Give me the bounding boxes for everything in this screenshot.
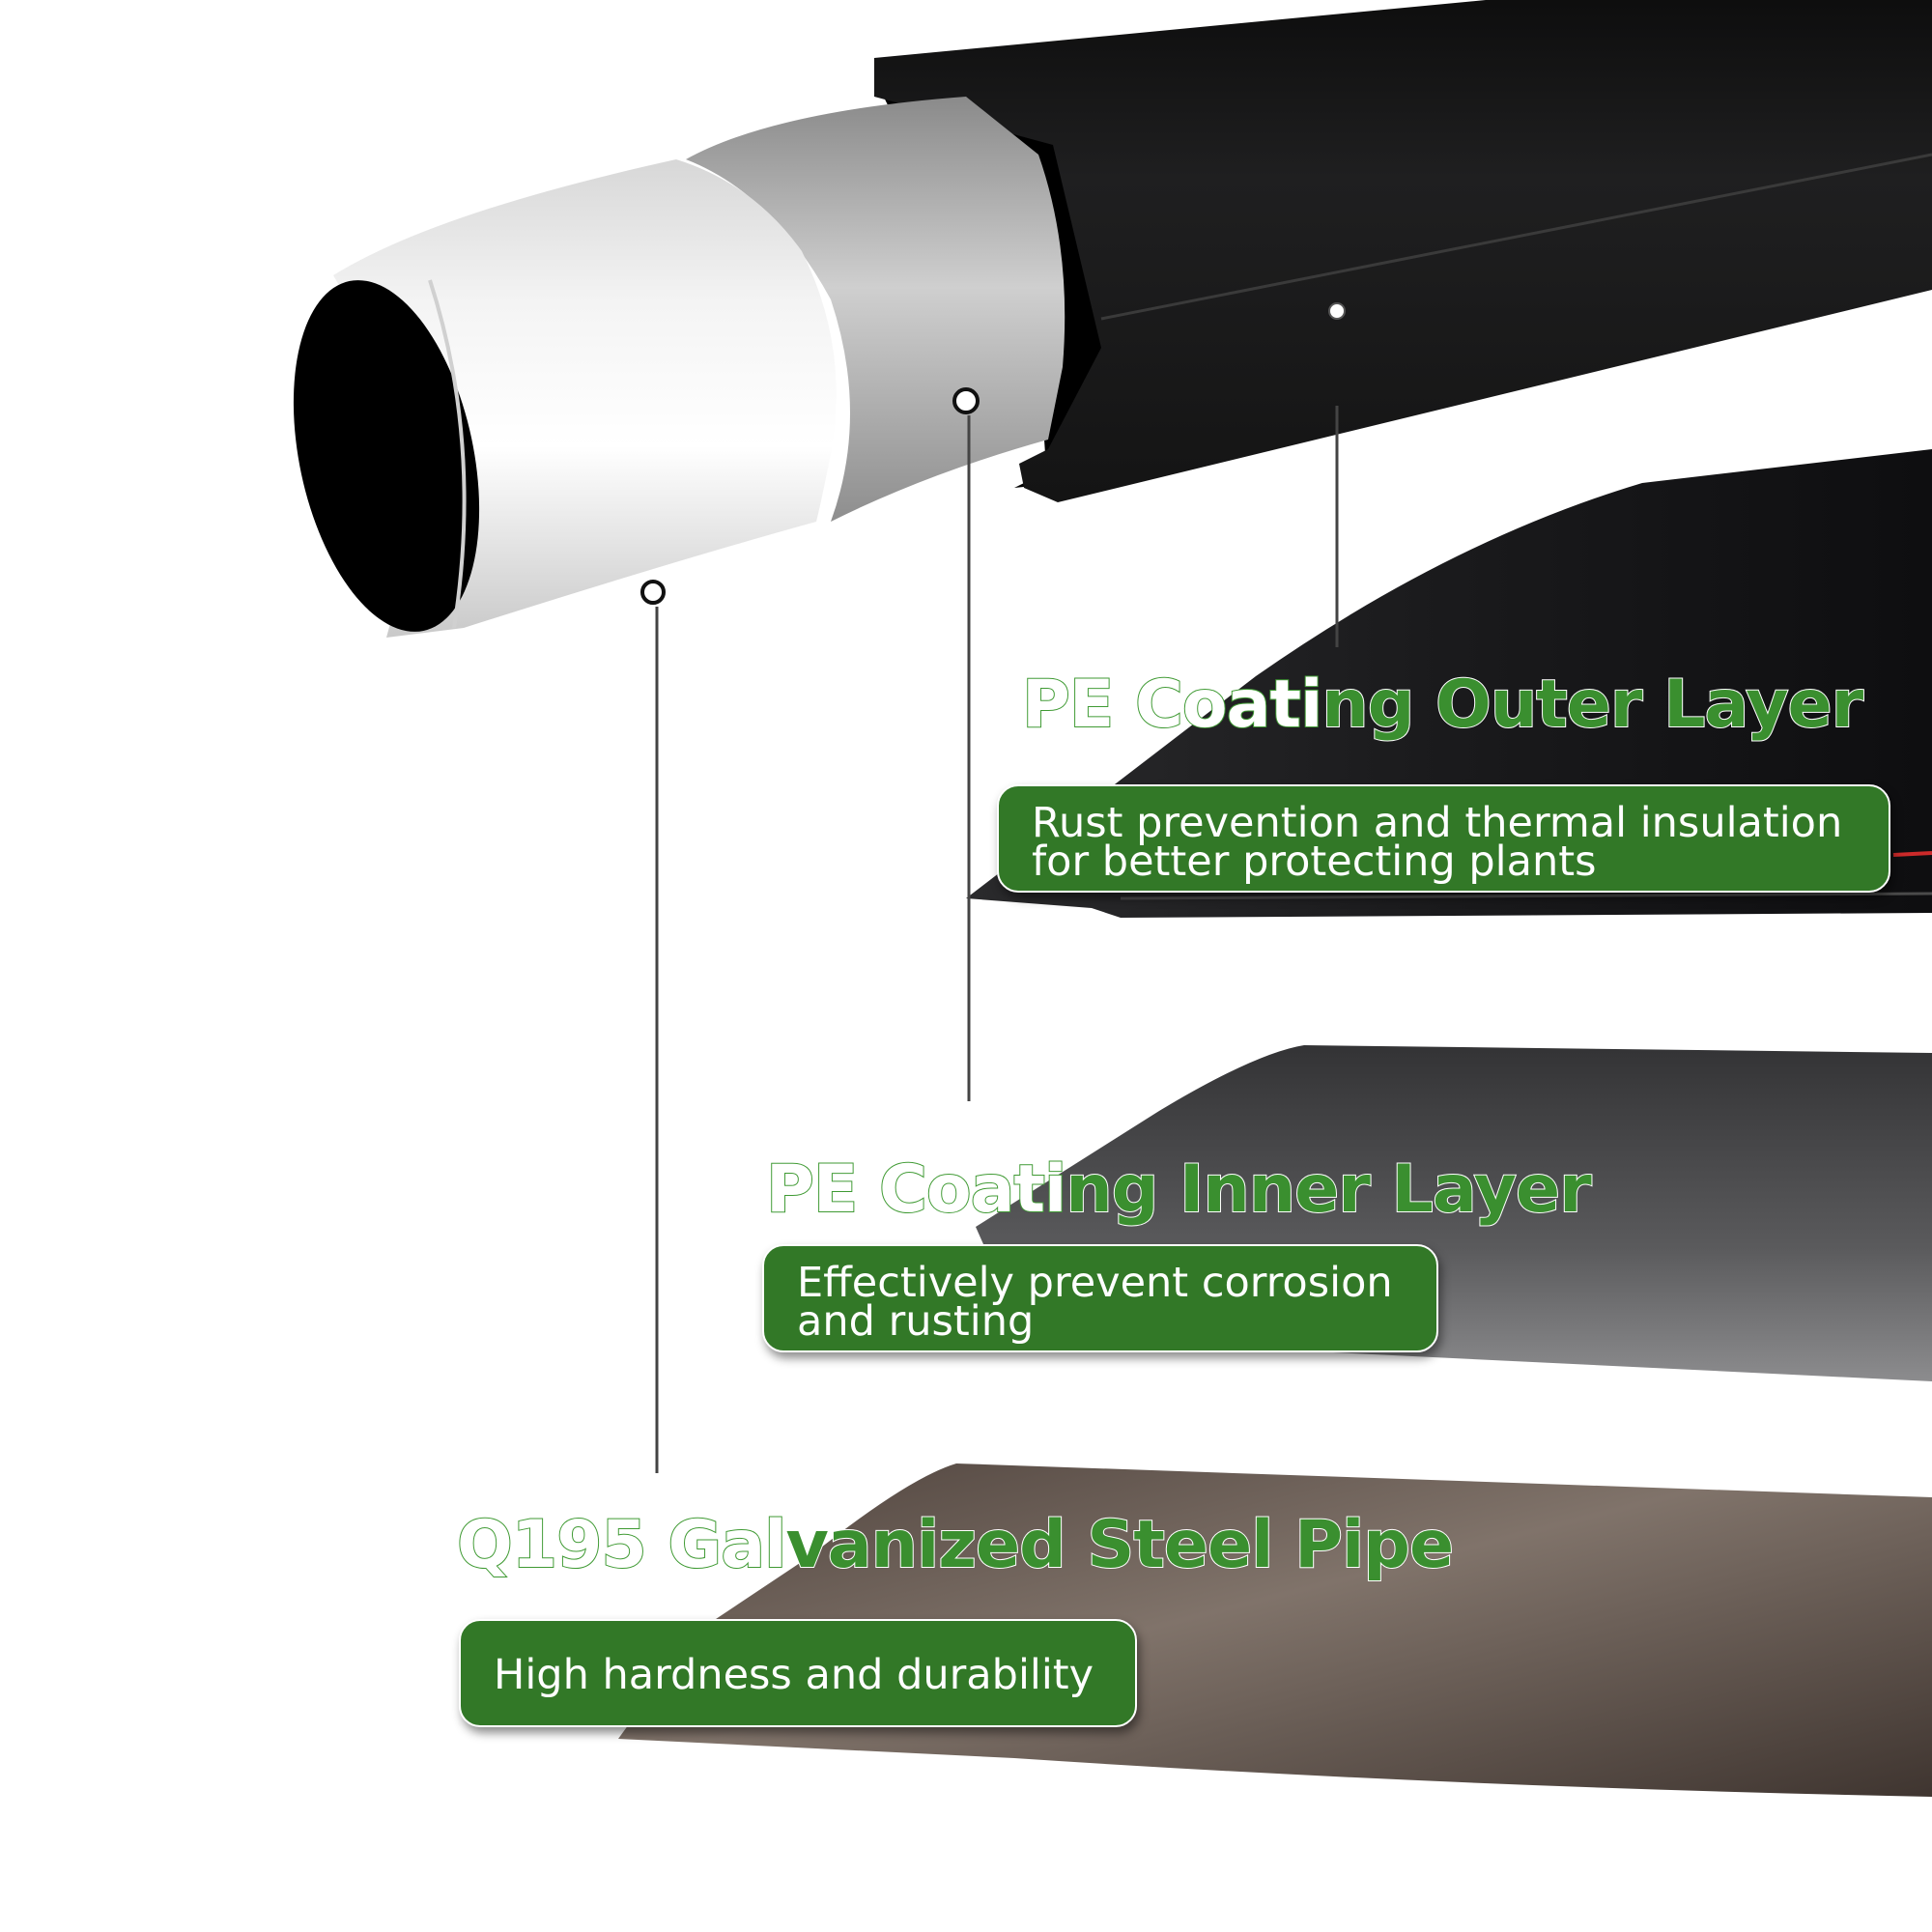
pipe: [293, 0, 1932, 638]
inner-layer-title-outline: PE Coati: [765, 1151, 1067, 1229]
outer-layer-title: PE Coating Outer Layer: [1021, 666, 1864, 744]
outer-layer-description: Rust prevention and thermal insulation f…: [997, 784, 1890, 893]
steel-pipe-description: High hardness and durability: [459, 1619, 1137, 1727]
inner-layer-desc-line1: Effectively prevent corrosion: [797, 1259, 1393, 1307]
outer-layer-title-solid: ng Outer Layer: [1321, 666, 1864, 744]
outer-layer-title-outline: PE Coati: [1021, 666, 1323, 744]
outer-layer-desc-line2: for better protecting plants: [1032, 838, 1597, 886]
leader-inner: [952, 387, 980, 1101]
inner-layer-desc-line2: and rusting: [797, 1297, 1035, 1346]
inner-layer-title: PE Coating Inner Layer: [765, 1151, 1593, 1229]
steel-pipe-title-solid: vanized Steel Pipe: [784, 1506, 1455, 1584]
outer-layer-desc-line1: Rust prevention and thermal insulation: [1032, 799, 1843, 847]
steel-pipe-title: Q195 Galvanized Steel Pipe: [456, 1506, 1455, 1584]
leader-steel: [640, 580, 666, 1473]
leader-outer: [1328, 302, 1346, 647]
steel-pipe-desc-line1: High hardness and durability: [494, 1651, 1094, 1699]
inner-layer-title-solid: ng Inner Layer: [1065, 1151, 1592, 1229]
inner-layer-description: Effectively prevent corrosion and rustin…: [762, 1244, 1438, 1352]
steel-pipe-title-outline: Q195 Gal: [456, 1506, 787, 1584]
